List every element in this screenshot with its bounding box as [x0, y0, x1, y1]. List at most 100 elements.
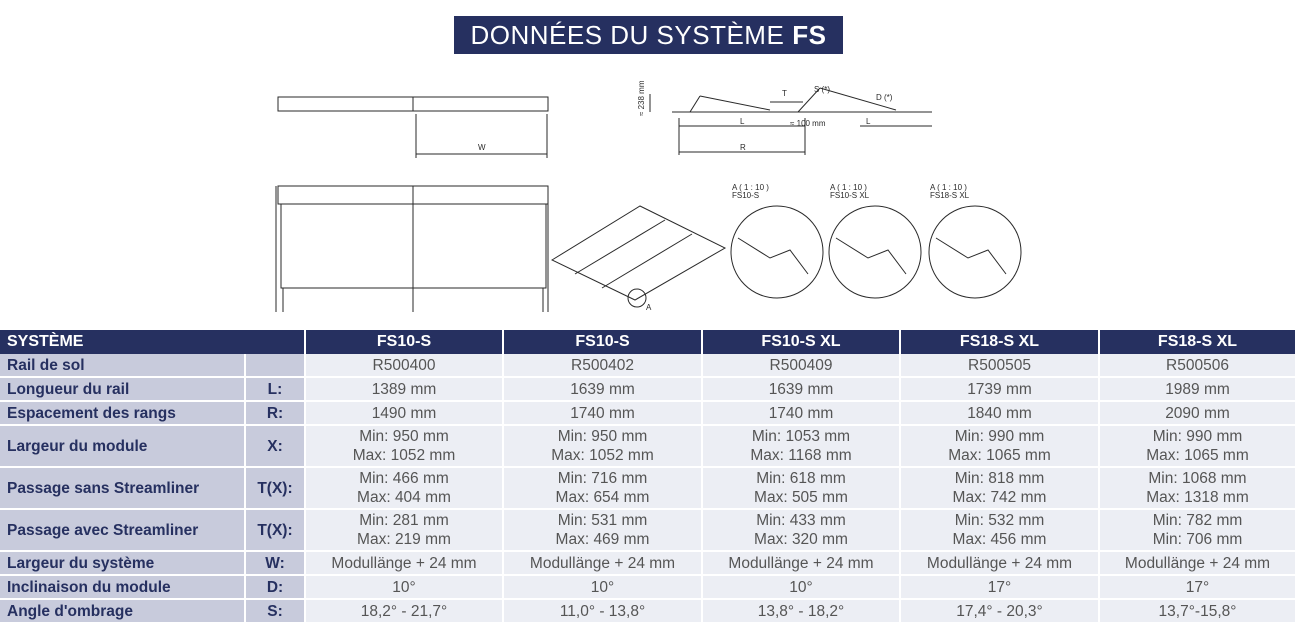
table-cell: 1639 mm — [702, 377, 901, 402]
row-label: Passage sans Streamliner — [0, 467, 246, 510]
cell-value: 1739 mm — [967, 380, 1032, 398]
cell-value: Min: 990 mm — [1152, 428, 1243, 445]
cell-value: 13,8° - 18,2° — [757, 602, 845, 620]
column-header: FS18-S XL — [1099, 330, 1296, 354]
cell-value: 1490 mm — [371, 404, 437, 422]
table-cell: 10° — [503, 575, 703, 600]
row-label: Largeur du système — [0, 551, 246, 576]
detail-scale-2: A ( 1 : 10 ) — [830, 183, 867, 192]
detail-scale-1: A ( 1 : 10 ) — [732, 183, 769, 192]
table-cell: Min: 990 mm Max: 1065 mm — [1099, 425, 1296, 468]
table-cell: 13,7°-15,8° — [1099, 599, 1296, 624]
cell-value: 1989 mm — [1165, 380, 1230, 398]
row-symbol: T(X): — [245, 509, 306, 552]
cell-value: Modullänge + 24 mm — [728, 554, 874, 572]
row-symbol: D: — [245, 575, 306, 600]
drawings-svg: W ≈ 238 mm T S (*) D (*) L ≈ 100 mm L R … — [275, 80, 1022, 312]
table-cell: 1740 mm — [503, 401, 703, 426]
profile-drawing — [649, 87, 932, 155]
cell-value: Min: 618 mm — [756, 470, 846, 487]
label-r: R — [740, 143, 746, 152]
table-cell: R500402 — [503, 354, 703, 378]
cell-value: 1639 mm — [768, 380, 834, 398]
cell-value: Min: 950 mm — [557, 428, 648, 445]
cell-value: Max: 1065 mm — [1146, 447, 1249, 464]
cell-value: Max: 456 mm — [952, 531, 1047, 548]
cell-value: Modullänge + 24 mm — [529, 554, 676, 572]
cell-value: Max: 320 mm — [754, 531, 848, 548]
cell-value: 11,0° - 13,8° — [559, 602, 646, 620]
cell-value: 10° — [789, 578, 813, 596]
cell-value: Max: 1065 mm — [948, 447, 1051, 464]
cell-value: 1389 mm — [371, 380, 437, 398]
column-header: FS10-S XL — [702, 330, 901, 354]
row-label: Espacement des rangs — [0, 401, 246, 426]
cell-value: 18,2° - 21,7° — [360, 602, 448, 620]
table-cell: R500409 — [702, 354, 901, 378]
label-gap: ≈ 100 mm — [790, 119, 826, 128]
row-symbol: S: — [245, 599, 306, 624]
table-cell: 1840 mm — [900, 401, 1100, 426]
row-symbol: W: — [245, 551, 306, 576]
top-view-drawing — [277, 96, 549, 158]
row-label: Passage avec Streamliner — [0, 509, 246, 552]
cell-value: Min: 782 mm — [1152, 512, 1243, 529]
specs-table: SYSTÈME FS10-S FS10-S FS10-S XL FS18-S X… — [0, 330, 1296, 624]
cell-value: Max: 1168 mm — [750, 447, 852, 464]
cell-value: Max: 1052 mm — [551, 447, 654, 464]
table-cell: 17° — [900, 575, 1100, 600]
cell-value: R500409 — [769, 356, 833, 374]
cell-value: 17° — [987, 578, 1012, 596]
cell-value: Min: 990 mm — [954, 428, 1045, 445]
detail-model-1: FS10-S — [732, 191, 759, 200]
column-header: FS10-S — [503, 330, 703, 354]
header-label: SYSTÈME — [0, 330, 306, 354]
row-label: Inclinaison du module — [0, 575, 246, 600]
cell-value: 10° — [392, 578, 416, 596]
label-l: L — [740, 117, 745, 126]
front-view-drawing — [275, 185, 549, 312]
cell-value: 10° — [590, 578, 615, 596]
table-cell: 11,0° - 13,8° — [503, 599, 703, 624]
cell-value: Max: 505 mm — [754, 489, 848, 506]
table-cell: R500505 — [900, 354, 1100, 378]
column-header: FS10-S — [305, 330, 504, 354]
row-label: Angle d'ombrage — [0, 599, 246, 624]
table-cell: Min: 618 mm Max: 505 mm — [702, 467, 901, 510]
cell-value: 1639 mm — [570, 380, 635, 398]
detail-drawings — [730, 205, 1022, 299]
row-label: Rail de sol — [0, 354, 246, 378]
row-symbol: X: — [245, 425, 306, 468]
cell-value: Modullänge + 24 mm — [331, 554, 477, 572]
table-cell: Modullänge + 24 mm — [305, 551, 504, 576]
table-cell: Min: 950 mm Max: 1052 mm — [305, 425, 504, 468]
column-header: FS18-S XL — [900, 330, 1100, 354]
cell-value: Min: 716 mm — [557, 470, 648, 487]
cell-value: Max: 1052 mm — [352, 447, 456, 464]
label-l2: L — [866, 117, 871, 126]
cell-value: Max: 1318 mm — [1146, 489, 1249, 506]
label-height: ≈ 238 mm — [637, 80, 646, 116]
cell-value: 17,4° - 20,3° — [956, 602, 1043, 620]
label-t: T — [782, 89, 787, 98]
cell-value: Min: 950 mm — [359, 428, 449, 445]
cell-value: 1740 mm — [768, 404, 834, 422]
cell-value: Min: 532 mm — [954, 512, 1045, 529]
cell-value: Min: 466 mm — [359, 470, 449, 487]
cell-value: R500402 — [571, 356, 634, 374]
cell-value: 17° — [1185, 578, 1210, 596]
table-cell: Modullänge + 24 mm — [503, 551, 703, 576]
detail-scale-3: A ( 1 : 10 ) — [930, 183, 967, 192]
